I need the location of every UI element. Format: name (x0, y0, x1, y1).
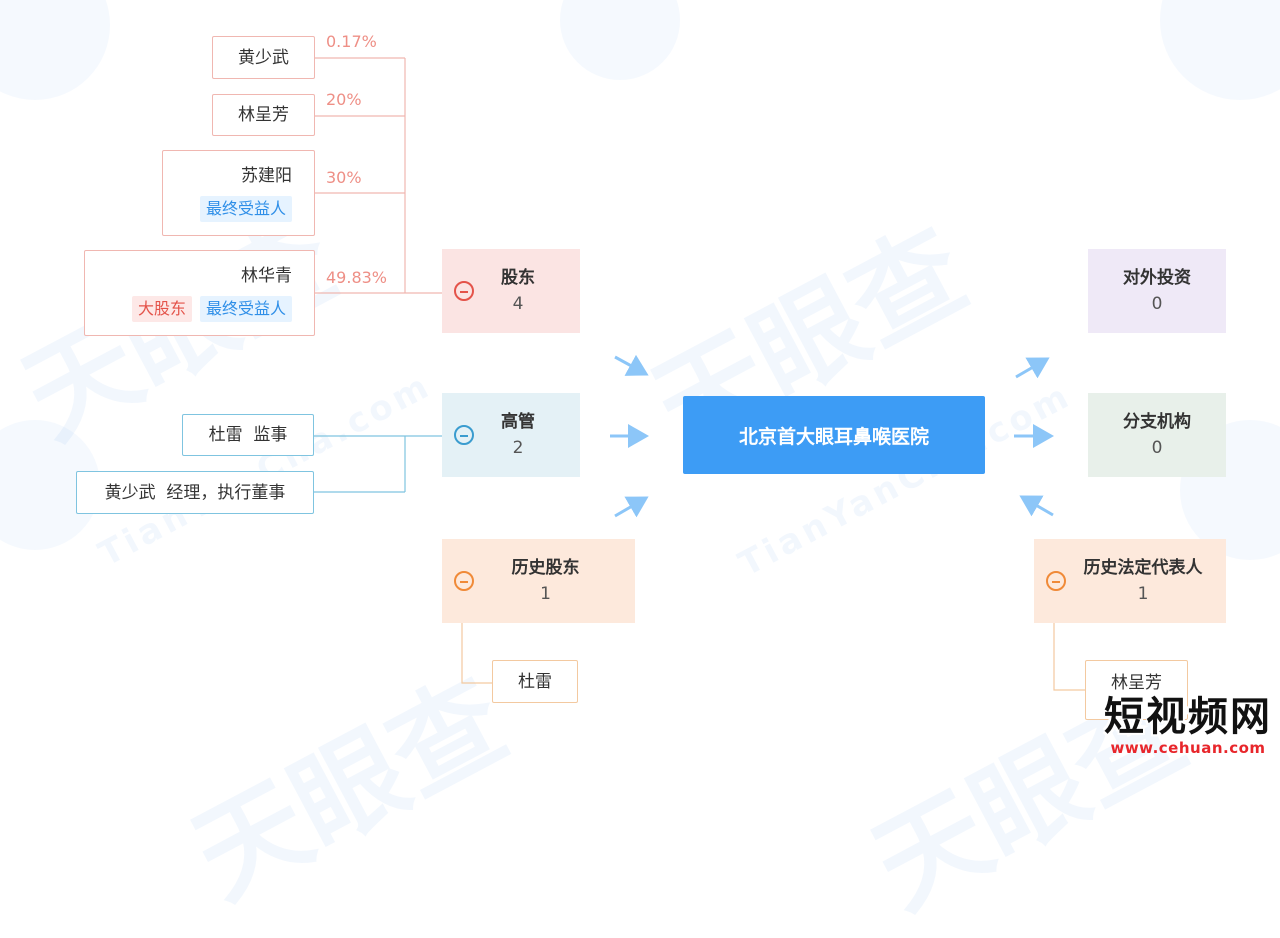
history-legal-rep-card[interactable]: 林呈芳 (1085, 660, 1188, 720)
connector-lines (314, 57, 1085, 691)
shareholder-card[interactable]: 黄少武 (212, 36, 315, 79)
share-percentage: 0.17% (326, 32, 377, 51)
investments-node[interactable]: 对外投资 0 (1088, 249, 1226, 333)
shareholders-count: 4 (512, 294, 524, 314)
share-percentage: 49.83% (326, 268, 388, 287)
major-shareholder-tag: 大股东 (131, 296, 192, 322)
executives-node[interactable]: 高管 2 (442, 393, 580, 477)
shareholder-card[interactable]: 林华青 大股东 最终受益人 (84, 250, 315, 336)
company-center-node[interactable]: 北京首大眼耳鼻喉医院 (683, 396, 985, 474)
footer-brand-logo: 短视频网 www.cehuan.com (1104, 695, 1272, 757)
executives-count: 2 (512, 438, 524, 458)
investments-count: 0 (1151, 294, 1163, 314)
history-legal-rep-count: 1 (1137, 584, 1149, 604)
company-name: 北京首大眼耳鼻喉医院 (738, 425, 929, 448)
history-shareholder-name: 杜雷 (518, 671, 552, 692)
collapse-icon[interactable] (454, 281, 474, 301)
watermark-logo-blob (560, 0, 680, 80)
beneficiary-tag: 最终受益人 (199, 296, 292, 322)
collapse-icon[interactable] (454, 425, 474, 445)
executive-name: 黄少武 经理，执行董事 (104, 482, 286, 503)
branches-node[interactable]: 分支机构 0 (1088, 393, 1226, 477)
executive-card[interactable]: 黄少武 经理，执行董事 (76, 471, 314, 514)
history-shareholder-card[interactable]: 杜雷 (492, 660, 578, 703)
history-legal-rep-title: 历史法定代表人 (1083, 558, 1203, 578)
history-shareholders-count: 1 (540, 584, 551, 604)
branches-count: 0 (1151, 438, 1163, 458)
history-legal-rep-node[interactable]: 历史法定代表人 1 (1034, 539, 1226, 623)
history-shareholders-title: 历史股东 (511, 558, 580, 578)
shareholders-node[interactable]: 股东 4 (442, 249, 580, 333)
shareholder-name: 林呈芳 (238, 105, 289, 125)
collapse-icon[interactable] (1046, 571, 1066, 591)
watermark-brand: 天眼查 (173, 654, 526, 923)
beneficiary-tag: 最终受益人 (199, 196, 292, 222)
history-shareholders-node[interactable]: 历史股东 1 (442, 539, 635, 623)
footer-brand-title: 短视频网 (1104, 694, 1272, 740)
share-percentage: 30% (326, 168, 362, 187)
investments-title: 对外投资 (1123, 268, 1191, 288)
history-legal-rep-name: 林呈芳 (1111, 673, 1162, 693)
share-percentage: 20% (326, 90, 362, 109)
branches-title: 分支机构 (1123, 412, 1191, 432)
shareholder-name: 林华青 (241, 266, 292, 286)
arrow-investments (1015, 357, 1050, 379)
watermark-site: TianYanCha.com (92, 365, 439, 575)
shareholder-name: 苏建阳 (241, 166, 292, 186)
arrow-shareholders (614, 354, 649, 376)
shareholders-title: 股东 (501, 268, 535, 288)
watermark-logo-blob (0, 0, 110, 100)
arrow-history-legal-rep (1019, 495, 1054, 517)
executives-title: 高管 (501, 412, 535, 432)
executive-card[interactable]: 杜雷 监事 (182, 414, 314, 456)
collapse-icon[interactable] (454, 571, 474, 591)
watermark-logo-blob (1160, 0, 1280, 100)
arrow-history-shareholders (614, 496, 649, 518)
footer-brand-url: www.cehuan.com (1110, 739, 1266, 757)
shareholder-card[interactable]: 苏建阳 最终受益人 (162, 150, 315, 236)
executive-name: 杜雷 监事 (208, 425, 288, 445)
shareholder-card[interactable]: 林呈芳 (212, 94, 315, 136)
shareholder-name: 黄少武 (238, 47, 289, 68)
